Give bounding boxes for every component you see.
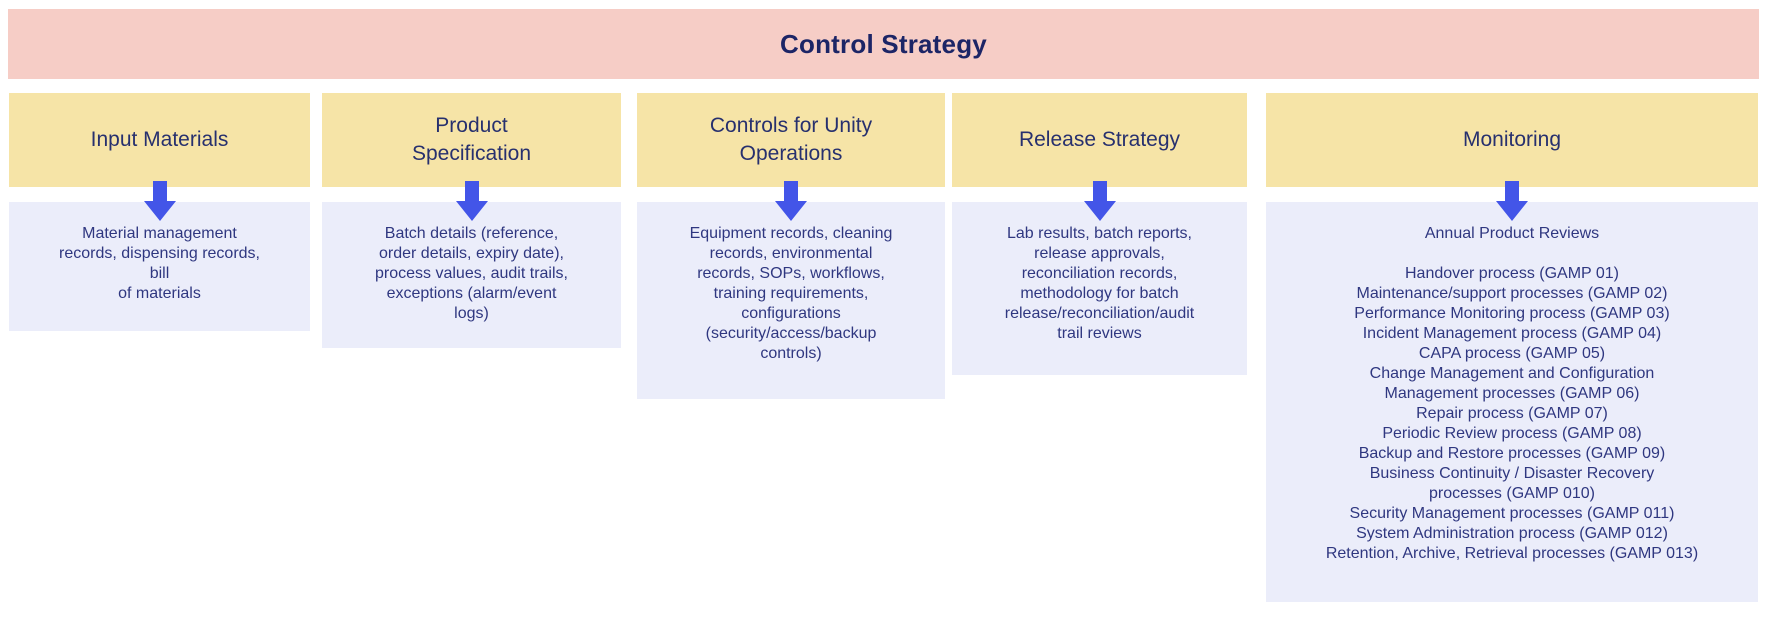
release-strategy-header: Release Strategy bbox=[952, 93, 1247, 187]
down-arrow-icon bbox=[143, 181, 176, 221]
monitoring-header: Monitoring bbox=[1266, 93, 1758, 187]
page-title: Control Strategy bbox=[780, 28, 987, 59]
down-arrow-shape bbox=[455, 181, 488, 221]
controls-for-unity-operations-content: Equipment records, cleaning records, env… bbox=[637, 202, 945, 399]
controls-for-unity-operations-header: Controls for Unity Operations bbox=[637, 93, 945, 187]
product-specification-header: Product Specification bbox=[322, 93, 621, 187]
control-strategy-banner: Control Strategy bbox=[8, 9, 1759, 79]
monitoring-content: Annual Product Reviews Handover process … bbox=[1266, 202, 1758, 602]
down-arrow-icon bbox=[1496, 181, 1528, 221]
down-arrow-icon bbox=[775, 181, 807, 221]
down-arrow-icon bbox=[1083, 181, 1116, 221]
down-arrow-shape bbox=[1083, 181, 1116, 221]
down-arrow-shape bbox=[143, 181, 176, 221]
down-arrow-icon bbox=[455, 181, 488, 221]
input-materials-header: Input Materials bbox=[9, 93, 310, 187]
release-strategy-content: Lab results, batch reports, release appr… bbox=[952, 202, 1247, 375]
down-arrow-shape bbox=[775, 181, 807, 221]
down-arrow-shape bbox=[1496, 181, 1528, 221]
product-specification-content: Batch details (reference, order details,… bbox=[322, 202, 621, 348]
input-materials-content: Material management records, dispensing … bbox=[9, 202, 310, 331]
